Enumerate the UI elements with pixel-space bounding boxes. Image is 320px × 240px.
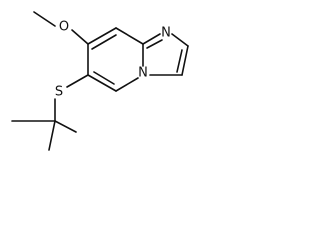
ring-nitrogen-atom-label: N bbox=[161, 26, 171, 41]
bond-oxygen-c7 bbox=[71, 29, 89, 45]
bond-c2-c3 bbox=[181, 45, 189, 76]
bond-c5-c6-inner bbox=[93, 71, 115, 85]
bond-c6-sulfur bbox=[66, 74, 89, 88]
structure-canvas: O S N N bbox=[0, 0, 208, 172]
bridge-nitrogen-atom-label: N bbox=[138, 66, 148, 81]
bond-methyl-oxygen bbox=[33, 11, 56, 27]
bond-tbutyl-methyl-right bbox=[54, 120, 77, 133]
oxygen-atom-label: O bbox=[59, 20, 69, 35]
bond-c8a-n1-inner bbox=[146, 39, 163, 49]
bond-c7-c8-inner bbox=[91, 34, 117, 50]
bond-n4-c5 bbox=[115, 77, 139, 92]
bond-c2-c3-inner bbox=[176, 49, 183, 73]
bond-c8-c8a bbox=[115, 27, 144, 45]
molecule-drawing: O S N N bbox=[11, 11, 189, 151]
sulfur-atom-label: S bbox=[55, 85, 63, 100]
bond-c8a-n1 bbox=[142, 33, 161, 45]
bond-n1-c2 bbox=[171, 33, 189, 47]
bond-c5-c6 bbox=[87, 74, 117, 92]
bond-tbutyl-methyl-bottom bbox=[48, 120, 56, 151]
bond-c7-c8 bbox=[87, 27, 117, 45]
